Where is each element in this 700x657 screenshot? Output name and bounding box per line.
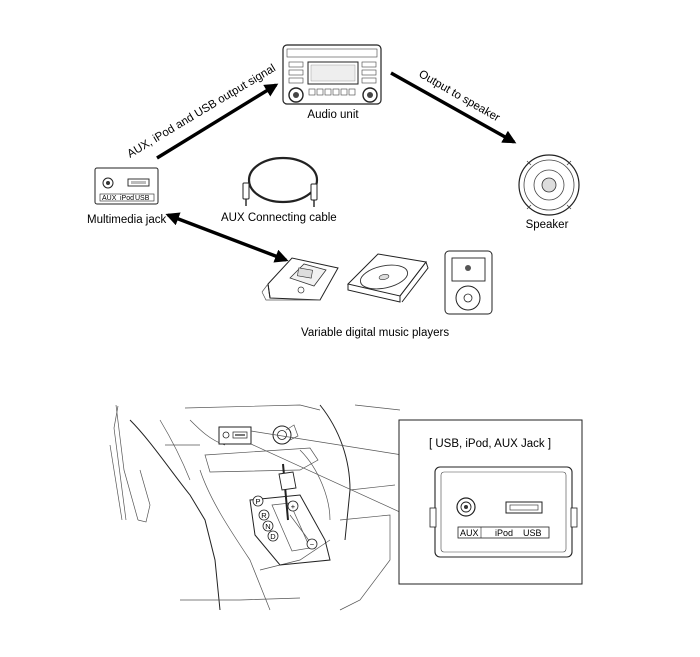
detail-ipod-label: iPod xyxy=(495,528,513,538)
speaker-icon xyxy=(518,154,580,216)
multimedia-jack-icon: AUX iPod USB xyxy=(94,167,159,205)
console-illustration xyxy=(109,404,401,611)
portable-player-icon xyxy=(261,257,339,301)
signal-arrow-label: AUX, iPod and USB output signal xyxy=(125,62,277,160)
ipod-icon xyxy=(444,250,493,315)
gear-indicators: P R N D + − xyxy=(252,495,318,550)
speaker-label: Speaker xyxy=(526,219,569,231)
gear-minus: − xyxy=(310,540,315,549)
player-arrow xyxy=(165,212,289,263)
gear-plus: + xyxy=(291,502,296,511)
cd-player-icon xyxy=(347,253,429,303)
jack-aux-label: AUX xyxy=(102,195,117,202)
gear-r: R xyxy=(261,511,267,520)
gear-d: D xyxy=(270,532,276,541)
jack-usb-label: USB xyxy=(135,195,150,202)
players-label: Variable digital music players xyxy=(301,327,449,339)
audio-unit-icon xyxy=(282,44,382,105)
jack-detail-title: [ USB, iPod, AUX Jack ] xyxy=(429,438,551,450)
gear-p: P xyxy=(255,497,260,506)
multimedia-jack-label: Multimedia jack xyxy=(87,214,166,226)
detail-usb-label: USB xyxy=(523,528,542,538)
jack-detail-icon: AUX iPod USB xyxy=(429,466,578,558)
detail-aux-label: AUX xyxy=(460,528,479,538)
audio-unit-label: Audio unit xyxy=(307,109,359,121)
aux-cable-icon xyxy=(242,156,319,207)
aux-cable-label: AUX Connecting cable xyxy=(221,212,337,224)
jack-ipod-label: iPod xyxy=(120,195,134,202)
gear-n: N xyxy=(265,522,270,531)
speaker-arrow xyxy=(390,71,517,144)
signal-arrow xyxy=(156,83,279,160)
